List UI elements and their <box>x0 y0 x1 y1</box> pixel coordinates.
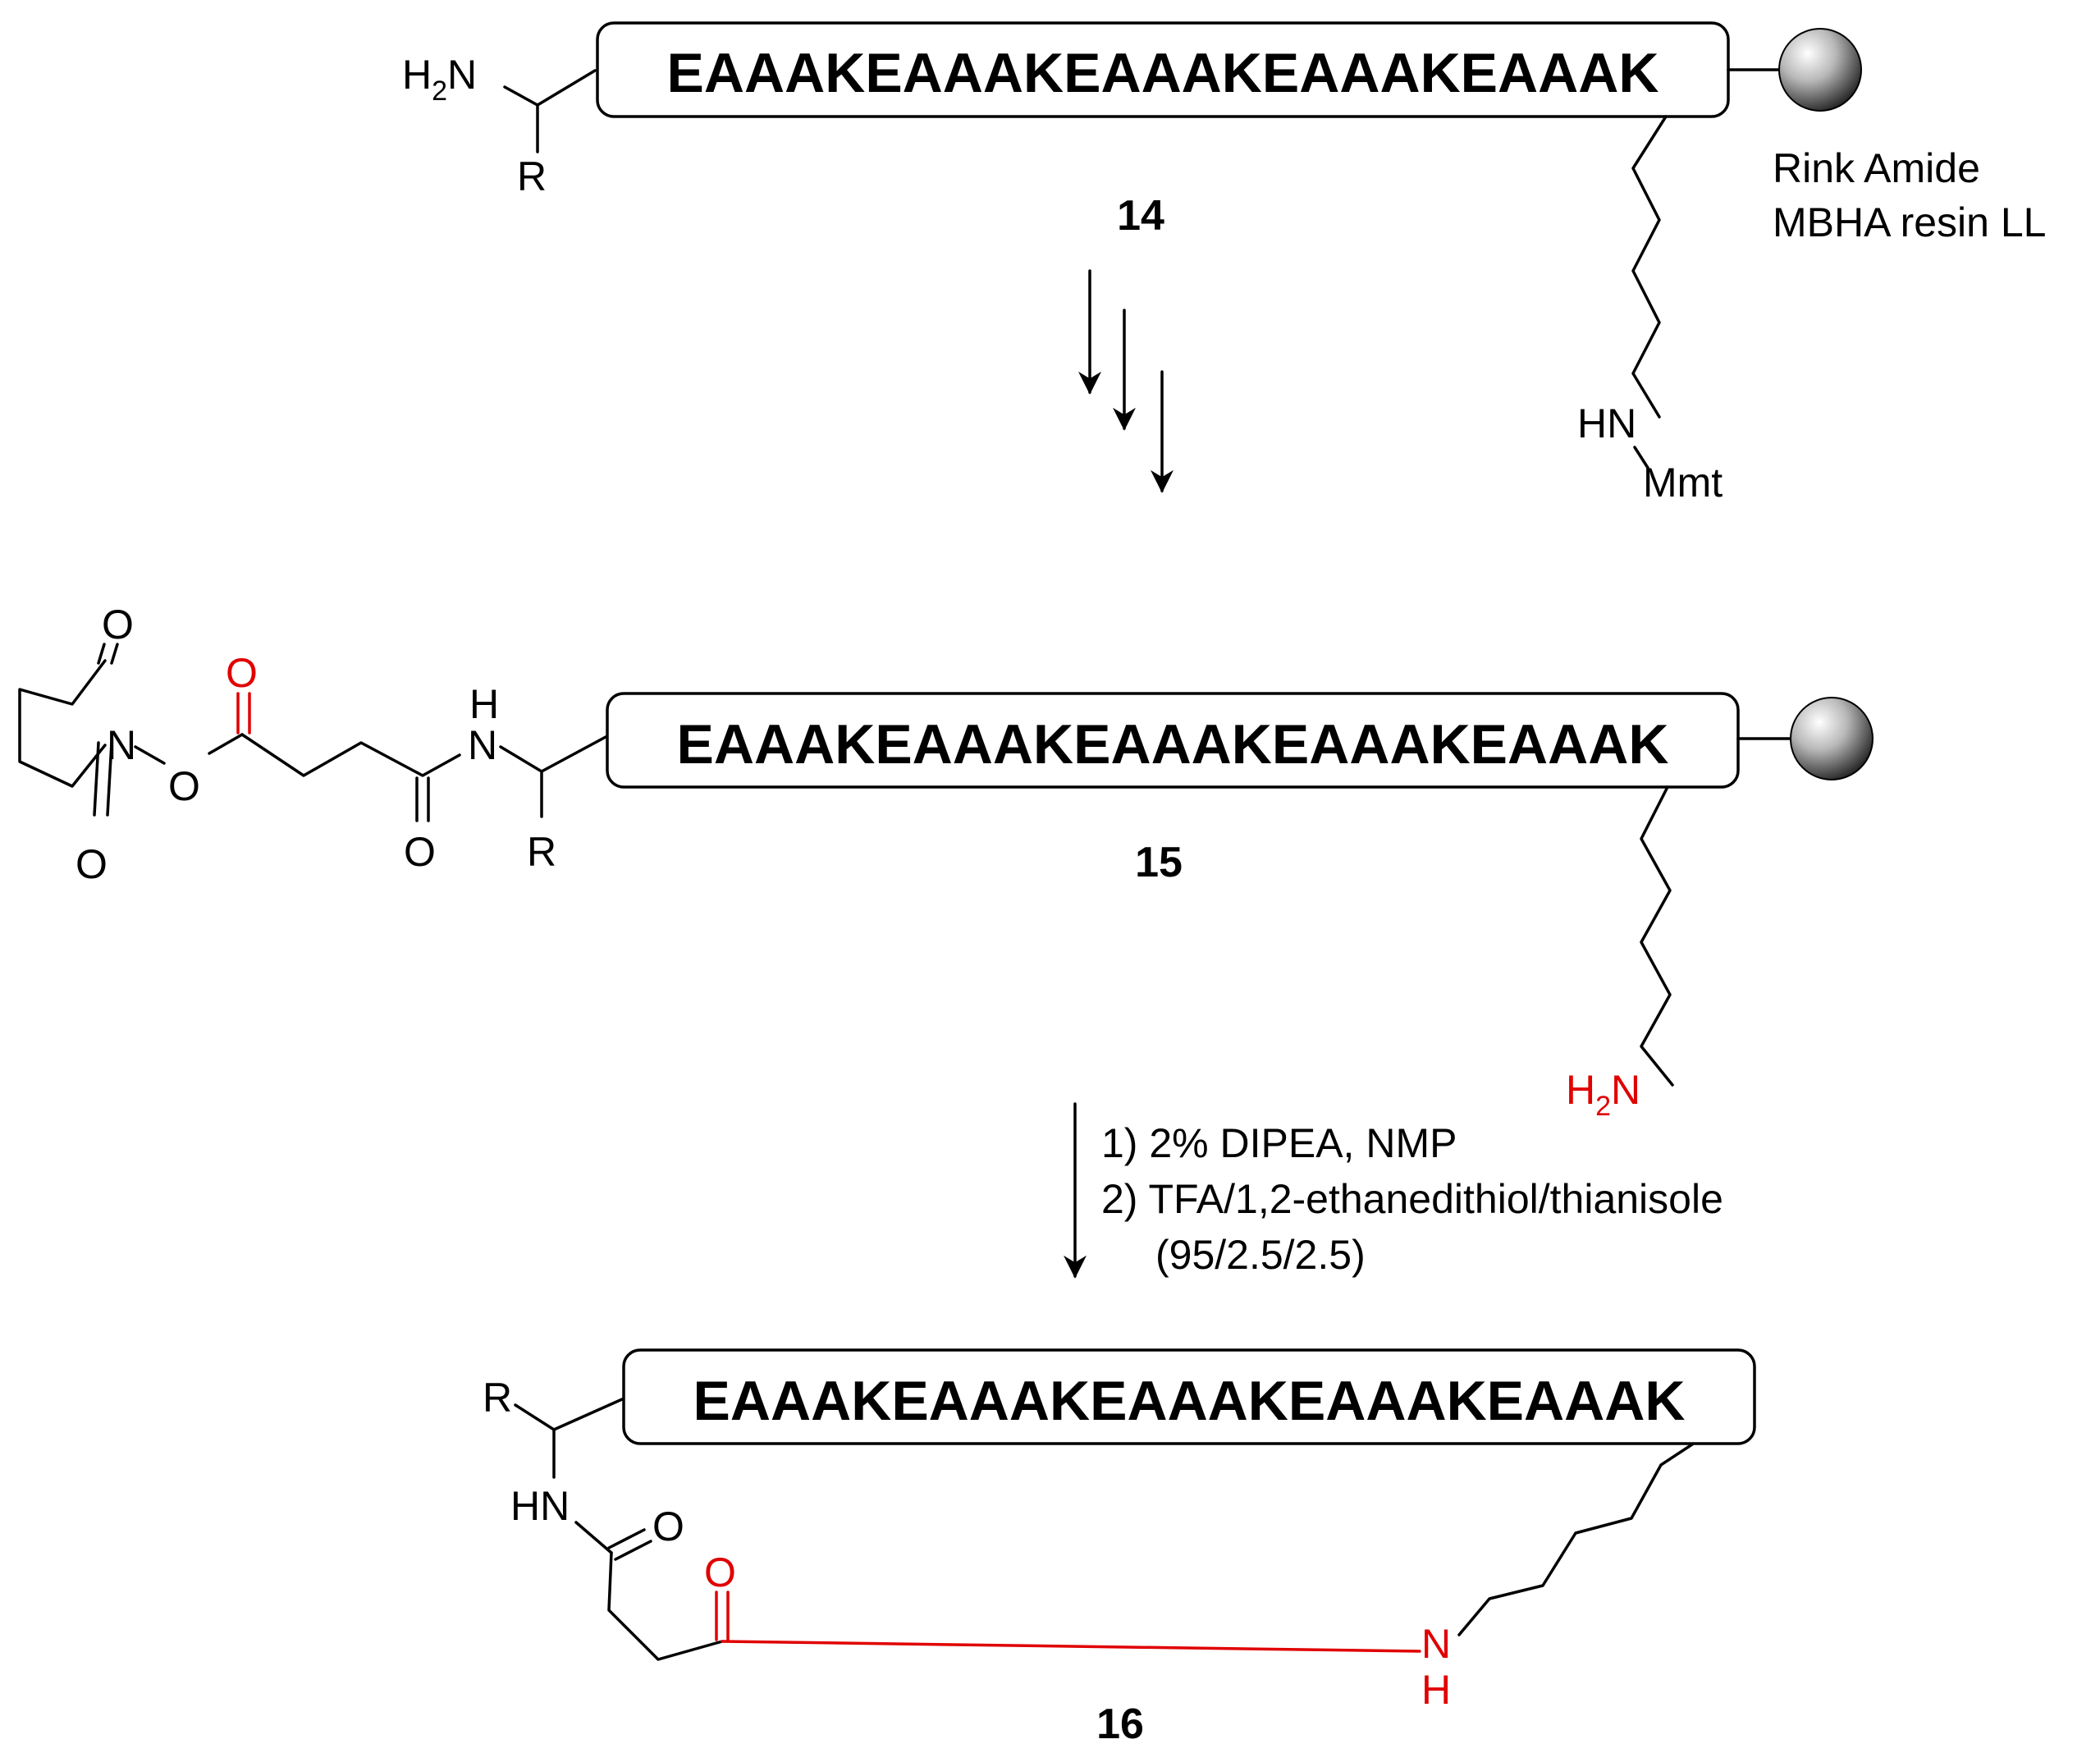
peptide-box-16 <box>622 1348 1756 1445</box>
compound-15: O N O O O H N O R EAAAKEAAAKEAAAKEAAAKEA… <box>18 602 1874 1122</box>
compound-16: R HN O O N H EAAAKEAAAKEAAAKEAAAKEAAAK 1… <box>483 1348 1756 1748</box>
r-group-15: R <box>527 829 556 875</box>
succinimide-o-top: O <box>102 602 134 648</box>
peptide-sequence-16: EAAAKEAAAKEAAAKEAAAKEAAAK <box>693 1370 1686 1432</box>
resin-label-line1: Rink Amide <box>1773 145 1980 191</box>
mmt-label: Mmt <box>1643 460 1723 506</box>
amide-h: H <box>469 681 499 727</box>
resin-label-line2: MBHA resin LL <box>1773 199 2046 245</box>
lactam-n: N <box>1421 1621 1451 1667</box>
amide-carbonyl-o: O <box>404 829 436 875</box>
multistep-arrows <box>1078 269 1174 493</box>
peptide-box-15 <box>606 692 1740 789</box>
reaction-arrow: 1) 2% DIPEA, NMP 2) TFA/1,2-ethanedithio… <box>1064 1102 1723 1279</box>
succinimide-o-bottom: O <box>75 841 108 887</box>
ester-carbonyl-o: O <box>226 650 258 696</box>
ester-o: O <box>168 763 200 809</box>
compound-14: H2N R EAAAKEAAAKEAAAKEAAAKEAAAK Rink Ami… <box>402 21 2046 506</box>
condition-step-3: (95/2.5/2.5) <box>1155 1232 1366 1278</box>
peptide-sequence-15: EAAAKEAAAKEAAAKEAAAKEAAAK <box>677 713 1669 776</box>
resin-bead <box>1778 28 1862 112</box>
amide-o-16: O <box>652 1504 684 1549</box>
compound-label-16: 16 <box>1096 1700 1144 1748</box>
resin-bead-15 <box>1790 697 1874 780</box>
peptide-sequence: EAAAKEAAAKEAAAKEAAAKEAAAK <box>667 42 1659 104</box>
lactam-h: H <box>1421 1667 1451 1713</box>
lactam-carbonyl-o: O <box>704 1549 736 1595</box>
amine-h2n: H2N <box>402 52 477 107</box>
compound-label-14: 14 <box>1117 192 1164 240</box>
r-group-16: R <box>483 1375 512 1421</box>
succinimide-n: N <box>107 722 136 768</box>
condition-step-1: 1) 2% DIPEA, NMP <box>1101 1120 1457 1166</box>
amide-n: N <box>468 722 497 768</box>
free-amine-h2n: H2N <box>1566 1067 1640 1122</box>
condition-step-2: 2) TFA/1,2-ethanedithiol/thianisole <box>1101 1176 1723 1222</box>
compound-label-15: 15 <box>1135 839 1183 886</box>
hn-label-16: HN <box>510 1483 570 1529</box>
hn-label: HN <box>1577 400 1636 446</box>
r-group: R <box>517 153 547 199</box>
